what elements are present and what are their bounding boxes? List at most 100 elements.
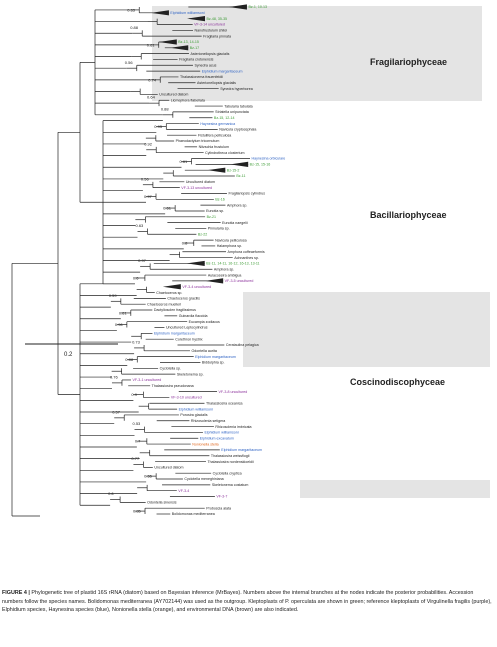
taxon-label: Thalassiosira oceanica [206,401,243,405]
clade-label-coscinodiscophyceae: Coscinodiscophyceae [350,377,445,387]
taxon-label: Skeletonema costatum [212,483,249,487]
support-value: 0.77 [131,456,140,461]
support-value: 0.56 [125,60,134,65]
collapsed-clade-wedge [170,45,189,51]
taxon-label: Biddulphia sp. [202,361,225,365]
taxon-label: Synedra hyperborea [220,87,253,91]
taxon-label: Halamphora sp. [217,244,242,248]
taxon-label: VF-3-7 [216,495,227,499]
taxon-label: Elphidium margaritaceum [154,332,195,336]
support-value: 0.56 [141,176,150,181]
taxon-label: Fragilaria crotonensis [179,58,214,62]
collapsed-clades [150,4,249,290]
taxon-label: Phaeodactylum tricornutum [176,139,220,143]
taxon-label: VF-3-14 uncultured [194,23,225,27]
support-value: 0.76 [110,374,119,379]
support-value: 0.97 [144,194,153,199]
taxon-label: Thalassiosira nordenskioeldii [207,460,253,464]
support-value: 0.8 [182,240,188,245]
taxon-label: Bz-17 [190,46,199,50]
taxon-label: Uncultured Leptocylindrus [166,326,208,330]
taxon-label: Amphora coffeaeformis [228,250,265,254]
support-value: 0.9 [131,392,137,397]
support-value: 0.6 [133,275,139,280]
support-value: 0.61 [163,205,172,210]
taxon-label: Uncultured diatom [186,180,215,184]
taxon-label: Bz-13, 14-15 [178,40,199,44]
taxon-label: Amphora sp. [227,203,247,207]
taxon-label: Bz-1, 10-13 [248,5,267,9]
taxon-label: Bz-21 [207,215,216,219]
taxon-label: Elphidium margaritaceum [221,448,262,452]
taxon-label: Striatella unipunctata [215,110,249,114]
tree-branches [11,6,251,517]
taxon-label: Bolidomonas mediterranea [172,512,215,516]
support-value: 0.55 [144,474,153,479]
taxon-label: Rhizosolenia imbricata [215,425,251,429]
collapsed-clade-wedge [162,284,181,290]
fragilariophyceae-box [152,6,482,101]
collapsed-clade-wedge [230,161,249,167]
taxon-label: Eunotia naegelii [222,221,248,225]
taxon-label: VF-3-1 uncultured [132,378,161,382]
taxon-label: Cerataulina pelagica [226,343,259,347]
support-value: 0.63 [136,223,145,228]
taxon-label: Fragilaria pinnata [203,34,231,38]
taxon-label: Navicula pelliculosa [215,238,247,242]
taxon-label: Guinardia flaccida [179,314,208,318]
taxon-label: Fragilariopsis cylindrus [228,192,265,196]
support-value: 0.88 [161,106,170,111]
support-value: 0.64 [147,95,156,100]
coscinodiscophyceae-box-lower [300,480,490,498]
taxon-label: Bz-15, 12-14 [214,116,235,120]
taxon-label: Synedra acus [194,63,216,67]
clade-label-fragilariophyceae: Fragilariophyceae [370,57,447,67]
taxon-label: Chaetoceros gracilis [167,297,200,301]
taxon-label: Skeletonema sp. [177,372,204,376]
support-values: 0.63 0.88 0.61 0.56 0.74 0.64 0.88 0.95 0.92 0.61… [108,7,188,513]
support-value: 0.85 [133,509,142,514]
taxon-label: Thalassionema frauenfeldii [180,75,223,79]
taxon-label: Bz-11, 14-11, 16-12, 16-13, 13-11 [206,262,259,266]
support-value: 0.6 [108,491,114,496]
collapsed-clade-wedge [207,167,226,173]
support-value: 0.97 [138,258,147,263]
taxon-label: Elphidium margaritaceum [202,69,243,73]
taxon-label: Chaetoceros muelleri [147,302,181,306]
tree-svg: 0.63 0.88 0.61 0.56 0.74 0.64 0.88 0.95 0.92 0.61… [11,4,490,517]
taxon-label: Elphidium williamsoni [179,407,213,411]
taxon-label: Odontella sinensis [147,501,177,505]
support-value: 0.95 [154,124,163,129]
taxon-label: Rhizosolenia setigera [191,419,225,423]
taxon-label: VF-3-8 uncultured [219,390,248,394]
collapsed-clade-wedge [150,10,169,16]
support-value: 0.92 [144,141,153,146]
taxon-label: Odontella aurita [191,349,216,353]
support-value: 0.88 [130,25,139,30]
taxon-label: Amphora sp. [214,267,234,271]
collapsed-clade-wedge [158,39,177,45]
taxon-label: Nonionella stella [192,442,218,446]
taxon-label: VF-3-4 uncultured [182,285,211,289]
taxon-label: Asterionellopsis glacialis [197,81,236,85]
taxon-label: Chaetoceros sp. [156,291,182,295]
support-value: 0.88 [125,357,134,362]
support-value: 0.74 [148,77,157,82]
scale-bar-label: 0.2 [64,352,73,358]
support-value: 0.61 [180,159,189,164]
support-value: 0.73 [132,340,141,345]
support-value: 0.7 [135,439,141,444]
taxon-label: Thalassiosira pseudonana [152,384,194,388]
taxon-label: Uncultured diatom [154,466,183,470]
taxon-label: Uncultured diatom [159,93,188,97]
phylogenetic-tree-figure: 0.63 0.88 0.61 0.56 0.74 0.64 0.88 0.95 0.92 0.61… [2,4,492,613]
taxon-label: Asterionellopsis glacialis [190,52,229,56]
collapsed-clade-wedge [205,278,224,284]
taxon-label: Cyclotella sp. [160,367,181,371]
taxon-label: VF-3-10 uncultured [171,396,202,400]
support-value: 0.57 [112,409,121,414]
taxon-label: Navicula cryptocephala [219,128,256,132]
taxon-label: Tabularia tabulata [224,104,252,108]
caption-lead: FIGURE 4 | [2,590,30,596]
taxon-label: Bz-11 [236,174,245,178]
